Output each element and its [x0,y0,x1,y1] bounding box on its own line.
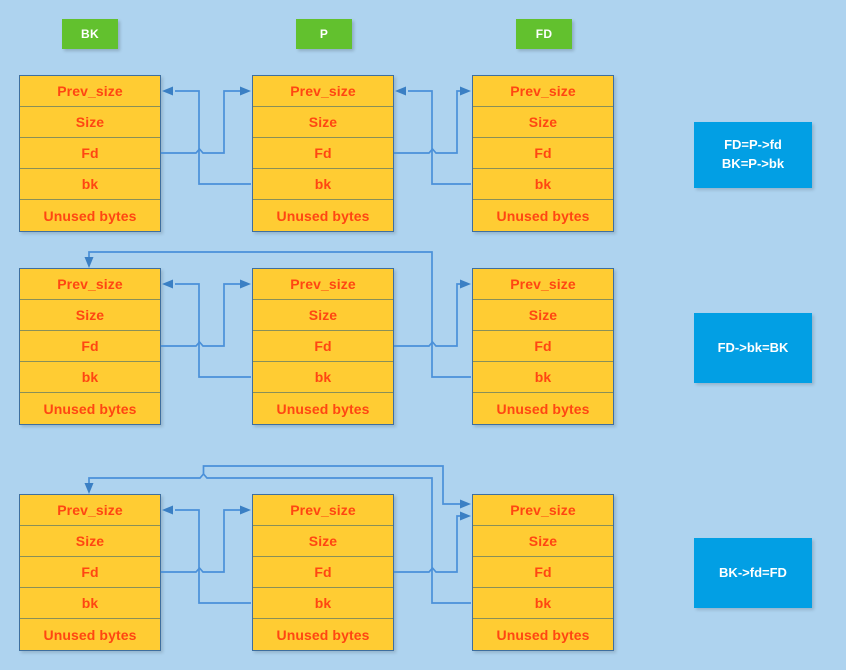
field-bk: bk [473,362,613,393]
row-1-chunk-fd: Prev_size Size Fd bk Unused bytes [472,75,614,232]
field-size: Size [473,107,613,138]
row-1-chunk-p: Prev_size Size Fd bk Unused bytes [252,75,394,232]
arrow-row2-p-fd-to-fd [394,279,471,347]
field-bk: bk [253,588,393,619]
field-fd: Fd [253,331,393,362]
pointer-tag-p: P [296,19,352,49]
field-unused: Unused bytes [20,619,160,650]
row-2-chunk-p: Prev_size Size Fd bk Unused bytes [252,268,394,425]
row-2-note: FD->bk=BK [694,313,812,383]
arrow-row3-bk-fd-to-p [161,505,251,573]
row-3-note: BK->fd=FD [694,538,812,608]
row-3-chunk-fd: Prev_size Size Fd bk Unused bytes [472,494,614,651]
field-unused: Unused bytes [20,200,160,231]
row-3-chunk-p: Prev_size Size Fd bk Unused bytes [252,494,394,651]
field-unused: Unused bytes [473,393,613,424]
field-bk: bk [253,362,393,393]
field-prev-size: Prev_size [473,269,613,300]
arrow-row2-p-bk-to-bk [162,279,251,378]
pointer-tag-p-label: P [319,27,329,41]
field-fd: Fd [473,138,613,169]
field-unused: Unused bytes [253,393,393,424]
field-prev-size: Prev_size [253,495,393,526]
field-bk: bk [20,169,160,200]
arrow-row2-bk-fd-to-p [161,279,251,347]
field-bk: bk [253,169,393,200]
field-bk: bk [473,588,613,619]
pointer-tag-bk-label: BK [81,27,99,41]
field-prev-size: Prev_size [473,76,613,107]
field-size: Size [473,300,613,331]
field-bk: bk [20,588,160,619]
arrow-row1-p-fd-to-fd [394,86,471,154]
field-unused: Unused bytes [253,619,393,650]
arrow-row3-p-bk-to-bk [162,505,251,604]
field-size: Size [473,526,613,557]
pointer-tag-fd: FD [516,19,572,49]
field-prev-size: Prev_size [20,495,160,526]
pointer-tag-bk: BK [62,19,118,49]
field-size: Size [253,526,393,557]
field-bk: bk [473,169,613,200]
row-3-note-line-1: BK->fd=FD [719,564,787,580]
field-size: Size [253,300,393,331]
field-fd: Fd [20,331,160,362]
field-prev-size: Prev_size [473,495,613,526]
row-1-note-line-1: FD=P->fd [724,137,782,153]
arrow-row1-fd-bk-to-p [395,86,471,185]
field-unused: Unused bytes [20,393,160,424]
row-1-note-line-2: BK=P->bk [721,156,785,171]
field-bk: bk [20,362,160,393]
field-prev-size: Prev_size [253,76,393,107]
field-fd: Fd [20,557,160,588]
row-2-note-line-1: FD->bk=BK [717,339,789,355]
field-fd: Fd [253,138,393,169]
arrow-row1-bk-fd-to-p [161,86,251,154]
row-1-note: FD=P->fd BK=P->bk [694,122,812,188]
field-fd: Fd [253,557,393,588]
field-unused: Unused bytes [473,200,613,231]
field-fd: Fd [473,331,613,362]
field-fd: Fd [20,138,160,169]
field-prev-size: Prev_size [253,269,393,300]
arrow-row3-p-fd-to-fd [394,511,471,573]
row-2-chunk-fd: Prev_size Size Fd bk Unused bytes [472,268,614,425]
field-size: Size [253,107,393,138]
field-prev-size: Prev_size [20,269,160,300]
arrow-row1-p-bk-to-bk [162,86,251,185]
field-size: Size [20,107,160,138]
field-prev-size: Prev_size [20,76,160,107]
field-fd: Fd [473,557,613,588]
field-size: Size [20,300,160,331]
row-3-chunk-bk: Prev_size Size Fd bk Unused bytes [19,494,161,651]
row-1-chunk-bk: Prev_size Size Fd bk Unused bytes [19,75,161,232]
field-unused: Unused bytes [473,619,613,650]
pointer-tag-fd-label: FD [535,27,553,41]
field-size: Size [20,526,160,557]
field-unused: Unused bytes [253,200,393,231]
row-2-chunk-bk: Prev_size Size Fd bk Unused bytes [19,268,161,425]
